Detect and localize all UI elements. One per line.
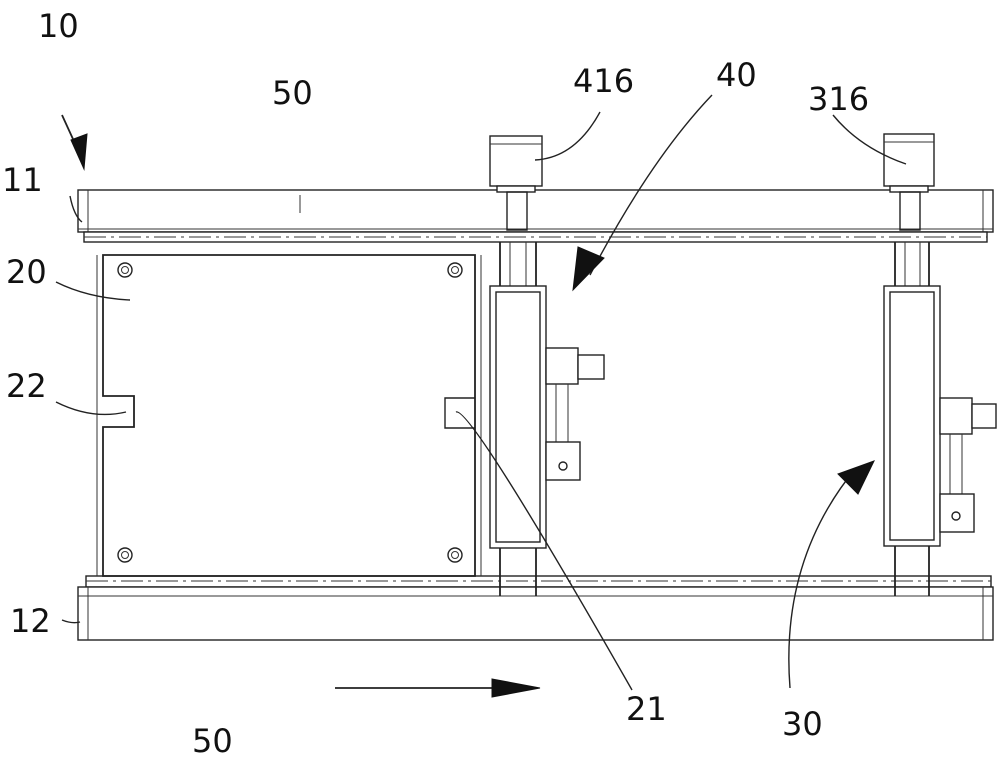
- label-30: 30: [782, 705, 823, 743]
- label-316: 316: [808, 80, 869, 118]
- reference-labels: 10 11 12 20 21 22 30 40 50 50 316 416: [2, 7, 869, 759]
- label-20: 20: [6, 253, 47, 291]
- plate-20: [96, 254, 482, 577]
- mounting-holes: [117, 262, 463, 563]
- label-12: 12: [10, 602, 51, 640]
- bottom-rail: [77, 575, 994, 641]
- assembly-40: [489, 135, 605, 596]
- label-11: 11: [2, 161, 43, 199]
- label-10: 10: [38, 7, 79, 45]
- label-22: 22: [6, 367, 47, 405]
- label-40: 40: [716, 56, 757, 94]
- label-50-top: 50: [272, 74, 313, 112]
- label-416: 416: [573, 62, 634, 100]
- leader-lines: [55, 94, 907, 698]
- label-21: 21: [626, 690, 667, 728]
- assembly-30: [883, 133, 997, 596]
- label-50-bottom: 50: [192, 722, 233, 759]
- top-rail: [77, 189, 994, 243]
